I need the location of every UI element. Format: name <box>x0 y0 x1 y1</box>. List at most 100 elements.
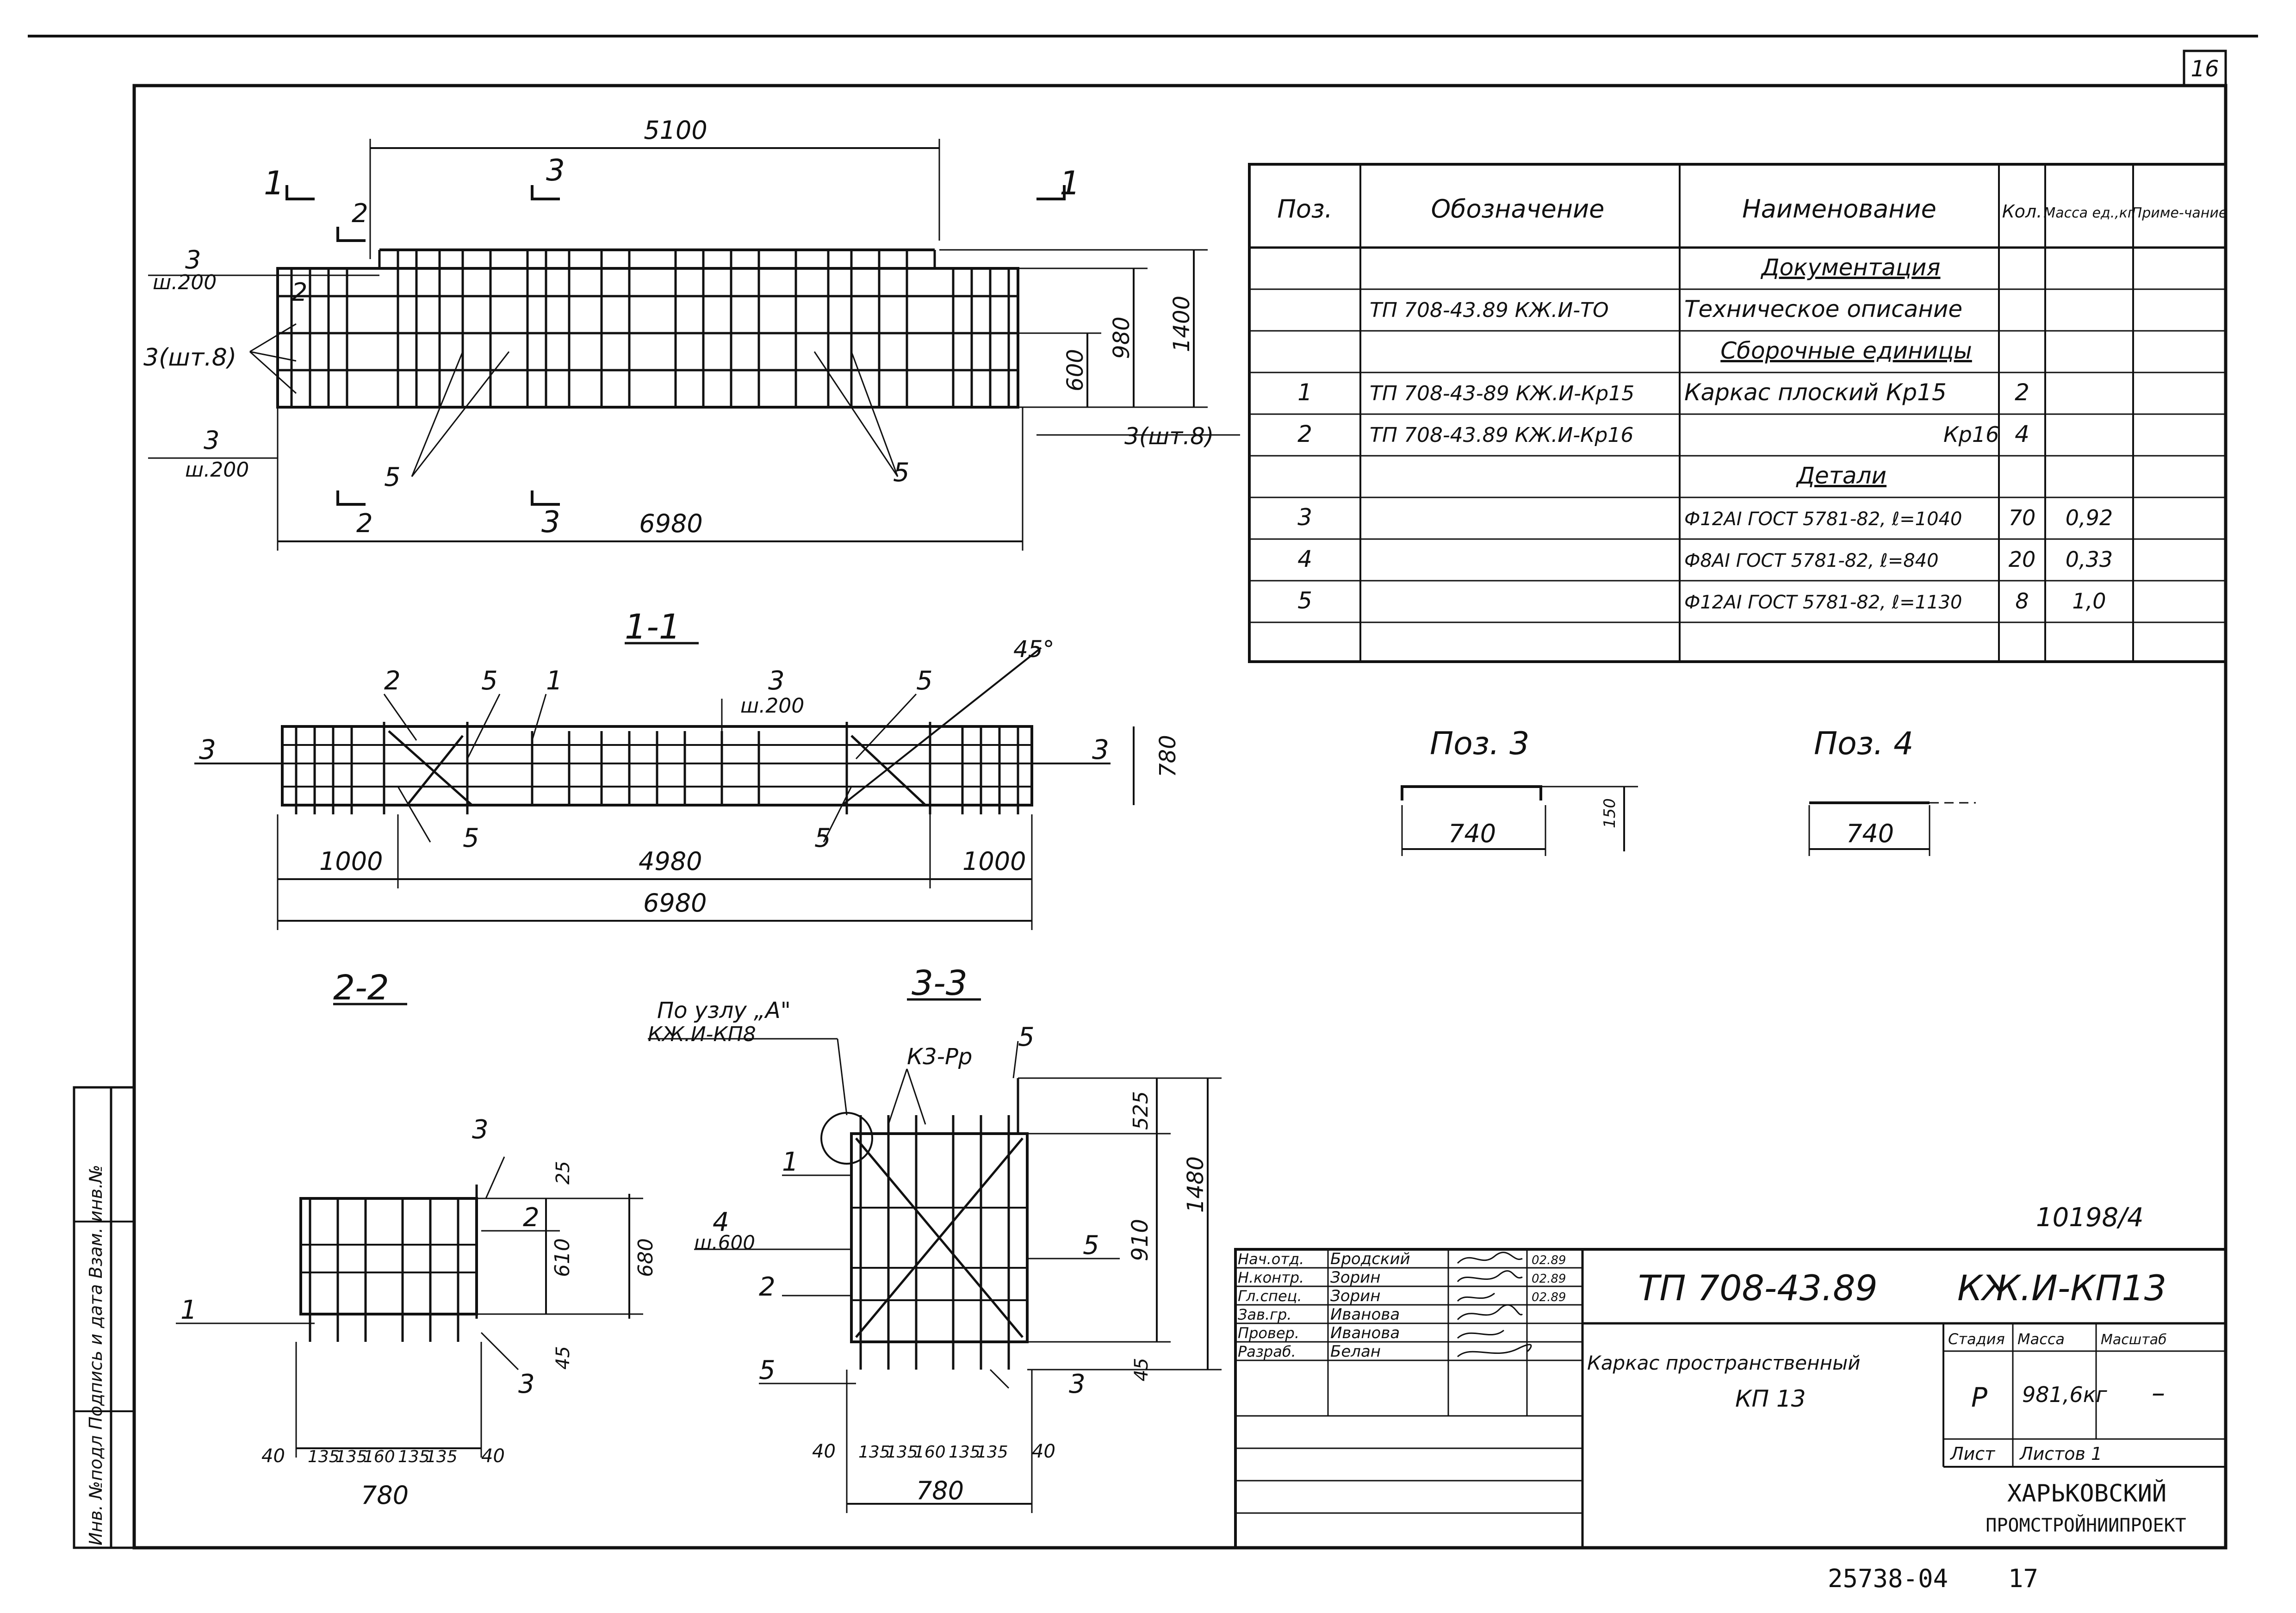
spec-r6-pos: 3 <box>1297 504 1312 531</box>
spec-r8-name: Ф12АI ГОСТ 5781-82, ℓ=1130 <box>1684 592 1962 613</box>
sig-0-date: 02.89 <box>1532 1253 1566 1267</box>
s22-dim-780: 780 <box>361 1481 409 1510</box>
s22-bd-5: 135 <box>426 1447 458 1466</box>
s22-pos3-bottom: 3 <box>518 1369 535 1399</box>
s22-bd-4: 135 <box>398 1447 430 1466</box>
s33-pitch: ш.600 <box>694 1231 755 1254</box>
detail-pos4-length: 740 <box>1846 819 1894 848</box>
cut-1-right-label: 1 <box>1060 164 1080 202</box>
plan-pos3-right: 3(шт.8) <box>1124 423 1214 450</box>
s33-dim-780: 780 <box>916 1476 964 1505</box>
sig-3-role: Зав.гр. <box>1238 1306 1291 1323</box>
spec-r6-mass: 0,92 <box>2066 505 2113 530</box>
s33-bd-2: 135 <box>886 1443 918 1462</box>
section-2-2 <box>176 1003 643 1458</box>
sig-3-name: Иванова <box>1330 1305 1400 1324</box>
spec-r8-mass: 1,0 <box>2072 589 2106 614</box>
side-stamp-text: Инв. №подл Подпись и дата Взам. инв.№ <box>86 1165 106 1545</box>
plan-dim-980: 980 <box>1109 316 1135 359</box>
s33-dim-525: 525 <box>1129 1091 1153 1130</box>
plan-pitch-b: ш.200 <box>185 458 249 482</box>
s33-ref-k3: К3-Рр <box>907 1044 972 1070</box>
plan-pitch-a: ш.200 <box>153 271 217 294</box>
plan-dim-5100: 5100 <box>644 116 707 145</box>
s33-dim-1480: 1480 <box>1183 1156 1209 1213</box>
spec-h-mass: Масса ед.,кг <box>2043 205 2135 221</box>
side-stamp: Инв. №подл Подпись и дата Взам. инв.№ <box>73 1086 136 1549</box>
s33-pos5-bottom: 5 <box>759 1355 776 1385</box>
mass-value: 981,6кг <box>2022 1382 2107 1407</box>
s33-pos2: 2 <box>759 1272 776 1302</box>
detail-pos3-title: Поз. 3 <box>1430 726 1529 762</box>
spec-r1-name: Техническое описание <box>1684 296 1962 323</box>
sheet-label: Лист <box>1949 1444 1996 1464</box>
s22-bottom-dims: 40 135 135 160 135 135 40 <box>261 1445 505 1467</box>
sig-4-role: Провер. <box>1238 1324 1299 1342</box>
plan-pos2: 2 <box>292 278 307 307</box>
s22-bd-6: 40 <box>481 1445 505 1467</box>
cut-3-bottom-label: 3 <box>541 505 560 540</box>
sig-2-name: Зорин <box>1330 1287 1381 1305</box>
section-1-1-title: 1-1 <box>625 607 681 647</box>
scale-value: – <box>2152 1377 2165 1408</box>
detail-pos3-length: 740 <box>1448 819 1496 848</box>
plan-pos3-a: 3 <box>185 245 201 274</box>
doc-mark: КЖ.И-КП13 <box>1957 1267 2166 1309</box>
s11-pitch: ш.200 <box>740 694 804 718</box>
doc-name-line1: Каркас пространственный <box>1587 1352 1861 1374</box>
spec-r3-code: ТП 708-43-89 КЖ.И-Кр15 <box>1370 382 1634 405</box>
spec-table-text: Поз. Обозначение Наименование Кол. Масса… <box>1277 194 2227 614</box>
footer-sheet: 17 <box>2008 1564 2038 1593</box>
spec-r3-name: Каркас плоский Кр15 <box>1684 379 1947 406</box>
s11-dim-6980: 6980 <box>643 888 707 918</box>
plan-dim-1400: 1400 <box>1169 296 1195 352</box>
plan-pos5-right: 5 <box>893 458 910 488</box>
s22-pos1: 1 <box>180 1295 197 1325</box>
section-3-3-labels: 3-3 По узлу „А" КЖ.И-КП8 К3-Рр 5 525 148… <box>648 963 1209 1505</box>
s11-pos2: 2 <box>384 666 401 696</box>
s33-bd-6: 40 <box>1032 1441 1055 1462</box>
sig-5-role: Разраб. <box>1238 1343 1296 1360</box>
doc-code: ТП 708-43.89 <box>1638 1267 1878 1309</box>
s33-pos1: 1 <box>782 1147 799 1177</box>
section-1-1-labels: 1-1 780 1000 4980 1000 6980 45° 3 3 2 5 … <box>199 607 1181 918</box>
sig-2-date: 02.89 <box>1532 1290 1566 1304</box>
s22-bd-3: 160 <box>363 1447 395 1466</box>
s22-dim-45: 45 <box>552 1346 574 1370</box>
s11-pos5-c: 5 <box>463 823 479 853</box>
spec-r3-qty: 2 <box>2015 379 2029 406</box>
cut-1-left-label: 1 <box>264 164 285 202</box>
s22-dim-25: 25 <box>552 1161 574 1185</box>
spec-r0-name: Документация <box>1761 254 1941 281</box>
sig-0-name: Бродский <box>1330 1250 1410 1268</box>
section-3-3 <box>648 998 1222 1513</box>
s33-node-ref-1: По узлу „А" <box>657 998 791 1024</box>
s33-bd-4: 135 <box>949 1443 980 1462</box>
spec-r4-pos: 2 <box>1297 421 1312 447</box>
s33-pos3: 3 <box>1069 1369 1086 1399</box>
plan-dim-600: 600 <box>1062 349 1088 391</box>
spec-r2-name: Сборочные единицы <box>1720 337 1972 364</box>
s11-pos5-d: 5 <box>814 823 831 853</box>
s11-pos5-a: 5 <box>481 666 498 696</box>
spec-r8-pos: 5 <box>1297 587 1312 614</box>
s33-bottom-dims: 40 135 135 160 135 135 40 <box>812 1441 1055 1462</box>
spec-r6-qty: 70 <box>2009 505 2036 530</box>
spec-h-qty: Кол. <box>2002 201 2042 222</box>
page-number: 16 <box>2191 56 2219 82</box>
plan-view <box>148 139 1240 551</box>
sig-5-name: Белан <box>1330 1342 1381 1361</box>
spec-r1-code: ТП 708-43.89 КЖ.И-ТО <box>1370 298 1609 322</box>
s33-bd-3: 160 <box>914 1443 946 1462</box>
spec-r8-qty: 8 <box>2015 589 2029 614</box>
section-1-1 <box>194 642 1135 930</box>
plan-labels: 5100 6980 600 980 1400 1 1 3 3 2 2 3 ш.2… <box>143 116 1214 540</box>
spec-r7-pos: 4 <box>1297 546 1312 572</box>
handwritten-signatures <box>1457 1252 1532 1358</box>
spec-r4-code: ТП 708-43.89 КЖ.И-Кр16 <box>1370 423 1633 447</box>
detail-pos4-title: Поз. 4 <box>1814 726 1913 762</box>
page-number-box <box>2183 50 2227 87</box>
plan-dim-6980: 6980 <box>639 509 702 538</box>
s11-dim-1000-right: 1000 <box>962 847 1026 876</box>
title-block <box>1234 1248 2227 1549</box>
